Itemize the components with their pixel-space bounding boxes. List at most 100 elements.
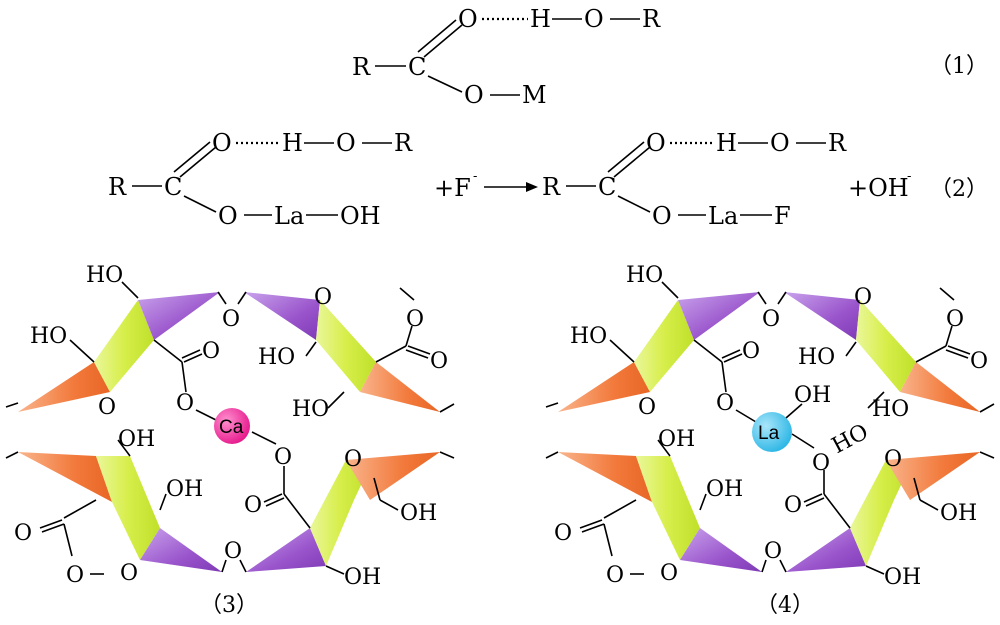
o-link-label: O xyxy=(176,391,194,416)
bond-ester-bottom-co-a xyxy=(39,519,63,529)
bond-ester-top xyxy=(945,325,953,347)
bond-ca-o2 xyxy=(251,431,277,445)
bond-ester-ring xyxy=(375,345,407,363)
bond-c-o-double-left-b xyxy=(179,146,217,178)
chain-end-left-bottom xyxy=(545,451,559,459)
fluoride-charge: - xyxy=(473,169,477,184)
o-carbonyl-label: O xyxy=(14,521,32,546)
chain-end-right-top xyxy=(439,403,455,413)
o-bottom-label: O xyxy=(464,81,484,109)
bond-c-o-double-right-b xyxy=(613,146,651,178)
hydroxide-plus: +OH xyxy=(848,174,909,202)
bond-carboxyl-left-co-b xyxy=(181,349,201,359)
bond-ester-ring xyxy=(915,345,947,363)
bond-bridge-b xyxy=(237,291,247,305)
oh-label: OH xyxy=(118,427,155,452)
orange-face-2 xyxy=(360,362,440,412)
o-carbonyl-label: O xyxy=(458,5,478,33)
bond-oh2 xyxy=(699,493,707,511)
oh-label: OH xyxy=(884,565,921,590)
bond-bridge-b xyxy=(777,291,787,305)
o-methoxy-label: O xyxy=(406,307,424,332)
o-ring-label: O xyxy=(638,395,656,420)
h-label-left: H xyxy=(282,129,303,157)
r-right-left: R xyxy=(394,129,413,157)
purple-face-2 xyxy=(784,292,860,340)
hydroxide-charge: - xyxy=(907,169,911,184)
o-carbonyl-label: O xyxy=(244,493,262,518)
bond-ho2 xyxy=(609,339,635,363)
green-face-2 xyxy=(856,300,916,392)
o-methoxy-label: O xyxy=(66,563,84,588)
bond-carboxyl-right-ring xyxy=(823,493,851,529)
oh-label-left: OH xyxy=(340,202,381,230)
bond-ester-bottom-co-a xyxy=(579,519,603,529)
purple-face-1 xyxy=(678,292,760,340)
bond-carboxyl-left xyxy=(693,339,723,363)
bond-oh2 xyxy=(159,493,167,511)
la-label-right: La xyxy=(708,202,738,230)
ho-label: HO xyxy=(86,263,123,288)
bond-la-oh xyxy=(785,403,803,419)
o-link-label: O xyxy=(716,391,734,416)
bond-carboxyl-right-co-a xyxy=(803,493,823,503)
equation-number-2: （2） xyxy=(930,177,988,202)
orange-face-2 xyxy=(900,362,980,412)
bond-bridge-bottom-b xyxy=(779,559,787,573)
ho-label: HO xyxy=(30,324,67,349)
r-right-label: R xyxy=(642,5,661,33)
green-face-2 xyxy=(316,300,376,392)
bond-carboxyl-right-ring xyxy=(283,493,311,529)
fluoride-plus: +F xyxy=(434,174,471,202)
purple-face-4 xyxy=(786,528,866,572)
bond-o-ring-right xyxy=(913,477,921,501)
oh-label: OH xyxy=(706,477,743,502)
c-label-left: C xyxy=(164,173,182,201)
r-label-product: R xyxy=(542,173,561,201)
o-ring-label: O xyxy=(660,561,678,586)
orange-face-1 xyxy=(558,362,650,412)
bond-ester-co-a xyxy=(407,345,431,355)
o-carbonyl-label: O xyxy=(742,339,760,364)
orange-face-4 xyxy=(346,452,440,500)
oh-label: OH xyxy=(400,501,437,526)
o-bottom-left: O xyxy=(218,202,238,230)
bond-oh3 xyxy=(919,499,939,511)
bond-oh4 xyxy=(865,565,885,575)
o-carbonyl-label: O xyxy=(970,349,988,374)
bond-c-o-single xyxy=(427,75,463,93)
ho-label: HO xyxy=(258,345,295,370)
bond-ho3 xyxy=(845,341,857,357)
oh-label: OH xyxy=(166,477,203,502)
bond-ester-bottom xyxy=(63,499,97,519)
bond-bridge-a xyxy=(217,291,227,305)
o-ring-label: O xyxy=(884,447,902,472)
bond-oh3 xyxy=(379,499,399,511)
o-bridge-label: O xyxy=(762,307,780,332)
bond-ho4 xyxy=(327,391,345,409)
la-label-left: La xyxy=(274,202,304,230)
bond-c-o-single-left xyxy=(183,195,217,213)
chain-end-right-bottom xyxy=(979,451,995,459)
chain-end-right-top xyxy=(979,403,995,413)
chain-end-left-top xyxy=(545,402,559,408)
bond-c-o-single-right xyxy=(617,195,651,213)
reaction-1: R C O H O R O M （1） xyxy=(352,5,988,109)
bond-carboxyl-left-co-a xyxy=(723,353,743,363)
o-link-label: O xyxy=(274,445,292,470)
purple-face-3 xyxy=(140,528,222,572)
bond-c-o-double-a xyxy=(417,19,457,53)
r-right-right: R xyxy=(828,129,847,157)
ho-la-label: HO xyxy=(828,419,873,459)
bond-ester-top xyxy=(405,325,413,347)
green-face-4 xyxy=(310,460,370,566)
o-carbonyl-label: O xyxy=(784,493,802,518)
oh-la-label: OH xyxy=(794,383,831,408)
green-face-1 xyxy=(634,300,694,392)
o-ring-label: O xyxy=(314,285,332,310)
o-hydroxyl-label: O xyxy=(584,5,604,33)
reaction-arrow-head xyxy=(526,182,538,192)
o-bridge-label: O xyxy=(224,539,242,564)
c-label: C xyxy=(408,53,426,81)
